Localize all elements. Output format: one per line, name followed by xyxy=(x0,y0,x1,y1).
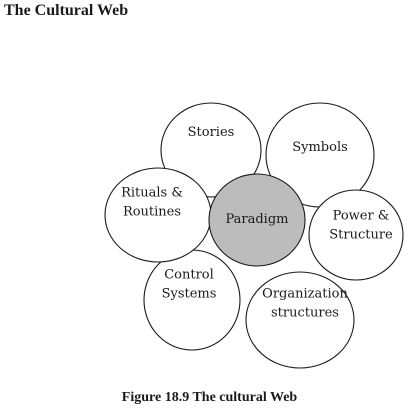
center-paradigm-label: Paradigm xyxy=(225,212,288,227)
petal-control-systems-label: Control xyxy=(164,268,214,283)
petal-organization-structures-label: Organization xyxy=(262,287,348,302)
petal-control-systems-label: Systems xyxy=(162,287,217,302)
petal-organization-structures xyxy=(245,271,355,369)
center-paradigm xyxy=(208,173,306,267)
petal-stories xyxy=(160,102,262,198)
petal-power-structure-label: Power & xyxy=(333,209,390,224)
petal-organization-structures-label: structures xyxy=(271,306,339,321)
petal-rituals-routines-label: Routines xyxy=(123,205,181,220)
petal-power-structure-label: Structure xyxy=(329,228,393,243)
figure-caption: Figure 18.9 The cultural Web xyxy=(121,390,298,405)
petal-power-structure xyxy=(308,189,404,281)
page-title: The Cultural Web xyxy=(4,2,129,19)
petal-symbols-label: Symbols xyxy=(292,140,348,155)
petal-rituals-routines-label: Rituals & xyxy=(121,186,183,201)
petal-stories-label: Stories xyxy=(188,125,235,140)
